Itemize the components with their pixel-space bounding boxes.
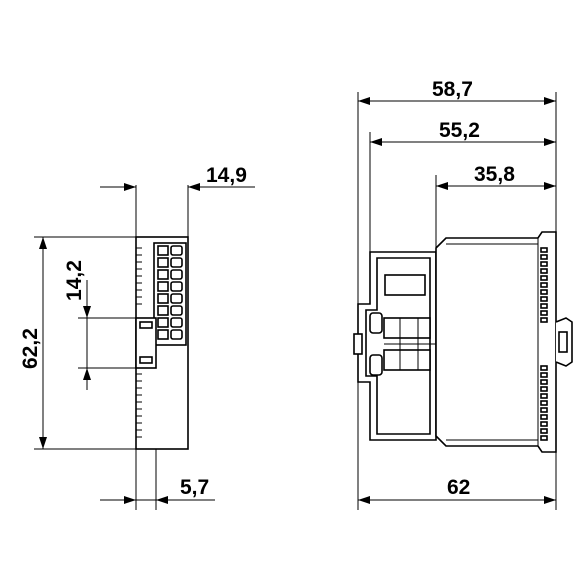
dim-55-2-label: 55,2 xyxy=(439,119,480,142)
terminal-tooth xyxy=(540,400,548,406)
terminal-tooth xyxy=(540,379,548,385)
front-view-rail-tab xyxy=(353,333,363,355)
terminal-tooth xyxy=(540,275,548,281)
terminal-tooth xyxy=(540,310,548,316)
dim-14-9-label: 14,9 xyxy=(206,164,247,187)
terminal-tooth xyxy=(540,268,548,274)
front-view-terminals-upper xyxy=(540,247,548,323)
side-view-latch-slot-top xyxy=(139,321,153,329)
dim-35-8-label: 35,8 xyxy=(474,163,515,186)
terminal-screw xyxy=(170,293,183,304)
side-view: 14,9 62,2 14,2 5,7 xyxy=(19,164,255,510)
front-view-base-inner xyxy=(365,257,431,435)
side-view-terminals xyxy=(157,245,183,340)
terminal-tooth xyxy=(540,407,548,413)
terminal-tooth xyxy=(540,428,548,434)
terminal-cell xyxy=(157,329,169,340)
terminal-cell xyxy=(157,293,169,304)
terminal-tooth xyxy=(540,372,548,378)
terminal-tooth xyxy=(540,317,548,323)
front-view-right-clip-slot xyxy=(558,331,568,353)
dim-14-2-label: 14,2 xyxy=(63,260,86,301)
terminal-screw xyxy=(170,257,183,268)
terminal-screw xyxy=(170,269,183,280)
side-view-latch xyxy=(135,317,157,369)
side-view-ribs-upper xyxy=(136,247,142,305)
terminal-cell xyxy=(157,305,169,316)
terminal-tooth xyxy=(540,282,548,288)
terminal-tooth xyxy=(540,289,548,295)
terminal-tooth xyxy=(540,296,548,302)
dim-62-2-label: 62,2 xyxy=(19,328,42,369)
terminal-tooth xyxy=(540,393,548,399)
terminal-tooth xyxy=(540,254,548,260)
front-view-label-window xyxy=(384,274,426,296)
terminal-tooth xyxy=(540,365,548,371)
front-view-clip-lower xyxy=(369,354,383,376)
terminal-cell xyxy=(157,281,169,292)
side-view-terminal-block xyxy=(153,242,187,346)
terminal-tooth xyxy=(540,303,548,309)
terminal-tooth xyxy=(540,261,548,267)
front-view-right-clip xyxy=(555,317,573,367)
dim-58-7-label: 58,7 xyxy=(432,78,473,101)
terminal-cell xyxy=(157,317,169,328)
terminal-cell xyxy=(157,257,169,268)
terminal-cell xyxy=(157,269,169,280)
terminal-screw xyxy=(170,305,183,316)
terminal-screw xyxy=(170,245,183,256)
dim-62-label: 62 xyxy=(447,476,470,499)
side-view-latch-slot-bottom xyxy=(139,356,153,364)
terminal-screw xyxy=(170,281,183,292)
terminal-tooth xyxy=(540,414,548,420)
side-view-ribs-lower xyxy=(136,373,142,438)
front-view: 58,7 55,2 35,8 62 xyxy=(353,78,573,510)
terminal-tooth xyxy=(540,247,548,253)
front-view-clip-mech-bottom xyxy=(383,349,431,371)
front-view-terminals-lower xyxy=(540,365,548,441)
terminal-tooth xyxy=(540,421,548,427)
terminal-cell xyxy=(157,245,169,256)
front-view-clip-mech-top xyxy=(383,317,431,339)
dim-5-7-label: 5,7 xyxy=(180,476,209,499)
terminal-tooth xyxy=(540,435,548,441)
terminal-tooth xyxy=(540,386,548,392)
front-view-clip-upper xyxy=(369,312,383,334)
terminal-screw xyxy=(170,317,183,328)
terminal-screw xyxy=(170,329,183,340)
